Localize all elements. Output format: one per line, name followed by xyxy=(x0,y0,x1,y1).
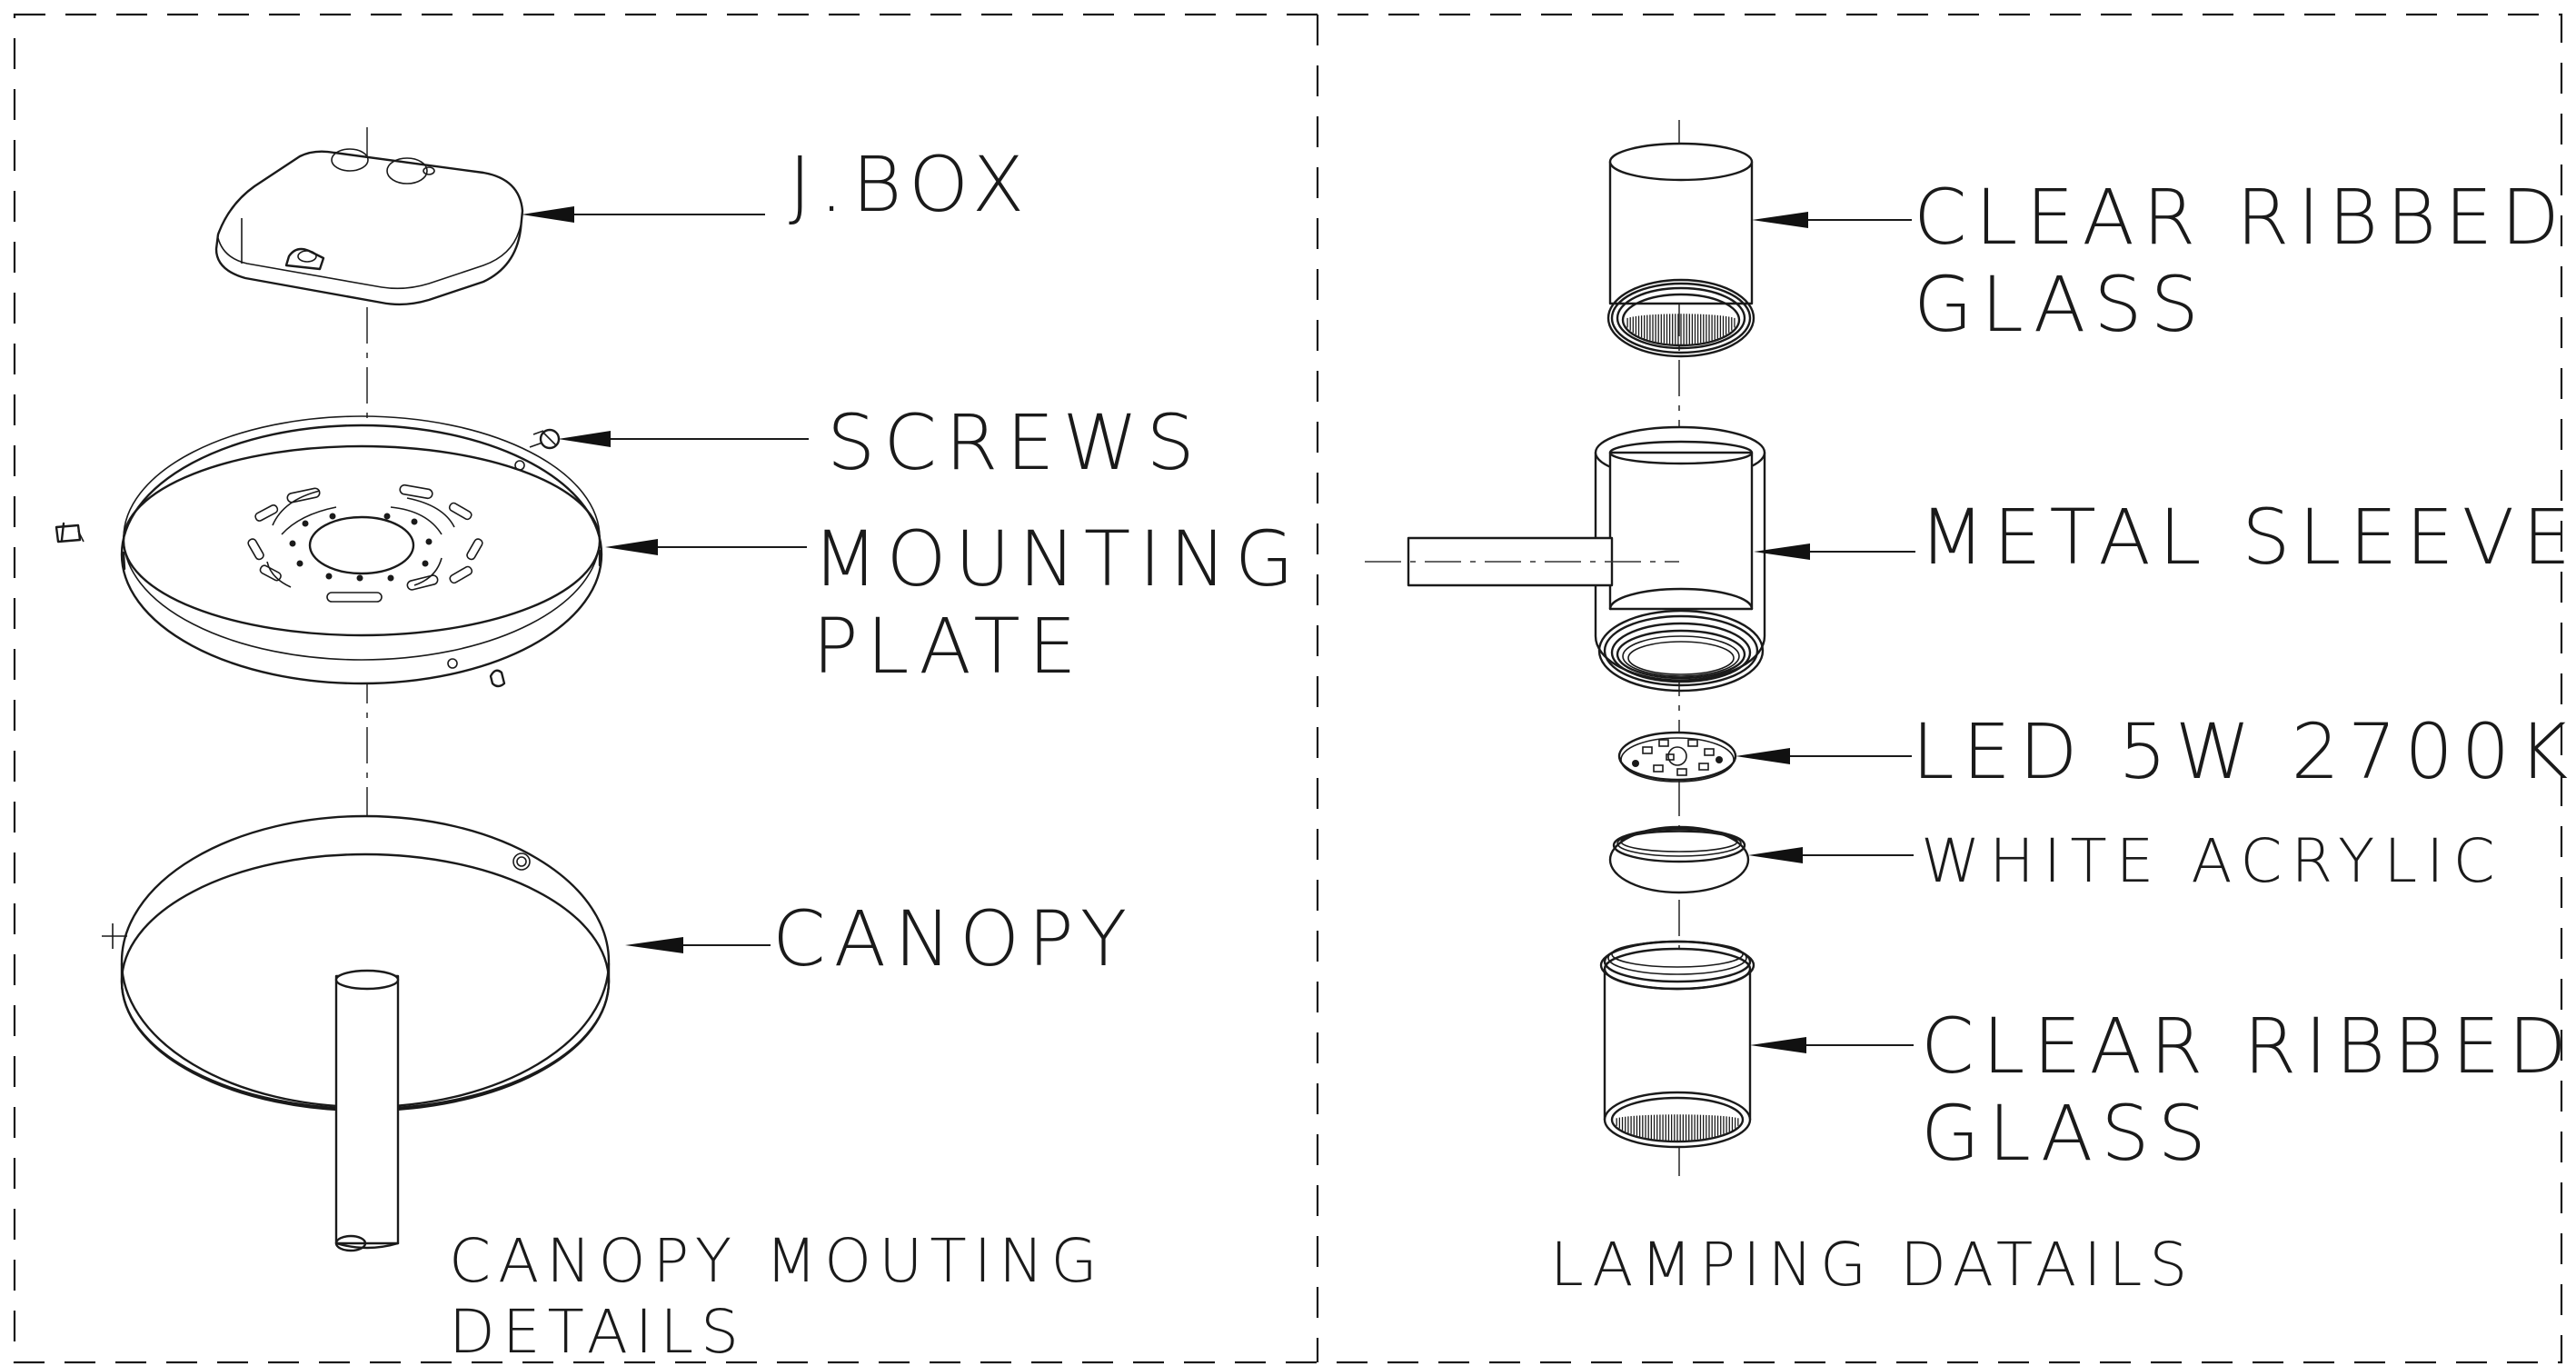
left-caption-line1: CANOPY MOUTING xyxy=(449,1226,1105,1296)
screws-label: SCREWS xyxy=(827,398,1203,487)
canopy-label: CANOPY xyxy=(772,894,1135,983)
mounting-plate-label-line1: MOUNTING xyxy=(812,514,1302,603)
jbox-label: J.BOX xyxy=(789,140,1032,229)
right-caption: LAMPING DATAILS xyxy=(1550,1230,2194,1300)
led-label: LED 5W 2700K xyxy=(1912,707,2576,796)
right-leaders xyxy=(1736,212,1915,1053)
bottom-glass-label-line2: GLASS xyxy=(1921,1089,2214,1178)
metal-sleeve-label: METAL SLEEVE xyxy=(1919,493,2576,582)
led-drawing xyxy=(1617,731,1737,783)
left-leaders xyxy=(522,206,809,953)
canopy-mounting-panel: J.BOX SCREWS MOUNTING PLATE CANOPY CANOP… xyxy=(55,127,1302,1366)
drawing-frame xyxy=(13,13,2563,1364)
mounting-plate-label-line2: PLATE xyxy=(812,602,1085,691)
canopy-drawing xyxy=(102,814,611,1252)
mounting-plate-drawing xyxy=(120,415,603,685)
top-glass-drawing xyxy=(1606,142,1755,358)
white-acrylic-drawing xyxy=(1608,825,1750,894)
white-acrylic-label: WHITE ACRYLIC xyxy=(1921,826,2504,896)
jbox-drawing xyxy=(214,148,524,306)
metal-sleeve-drawing xyxy=(1365,425,1766,693)
left-caption-line2: DETAILS xyxy=(449,1297,746,1366)
bottom-glass-drawing xyxy=(1599,940,1755,1149)
top-glass-label-line2: GLASS xyxy=(1914,260,2207,349)
top-glass-label-line1: CLEAR RIBBED xyxy=(1914,173,2568,262)
bottom-glass-label-line1: CLEAR RIBBED xyxy=(1921,1002,2575,1091)
lamping-panel: CLEAR RIBBED GLASS METAL SLEEVE LED 5W 2… xyxy=(1365,120,2576,1300)
